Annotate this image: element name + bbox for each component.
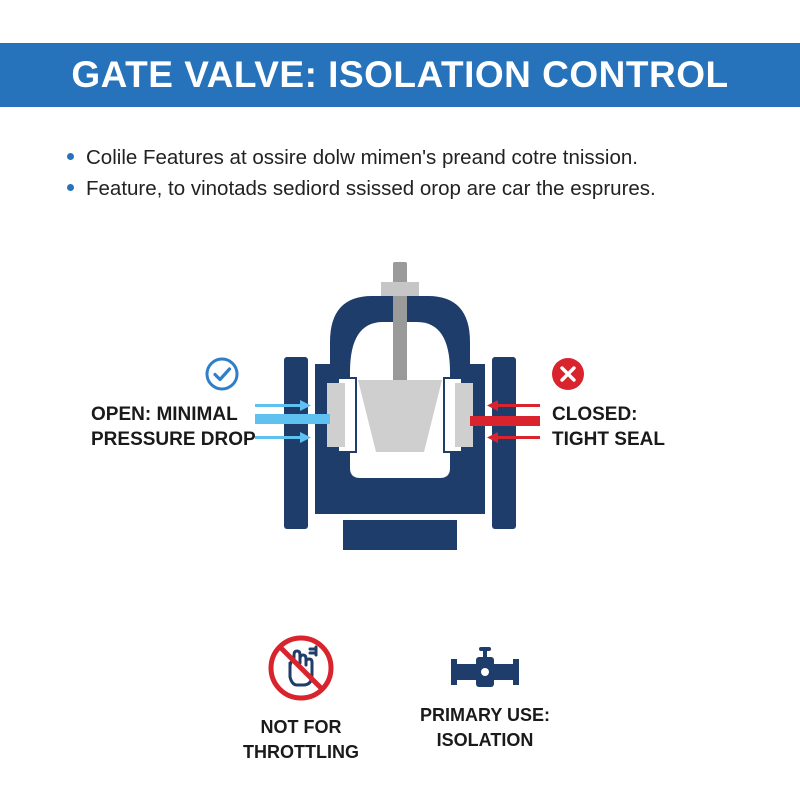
closed-state-label: CLOSED: TIGHT SEAL — [552, 402, 665, 452]
feature-bullet-2: Feature, to vinotads sediord ssissed oro… — [66, 173, 656, 204]
open-state-line-2: PRESSURE DROP — [91, 429, 256, 450]
header-banner: GATE VALVE: ISOLATION CONTROL — [0, 43, 800, 107]
check-circle-icon — [205, 357, 239, 391]
left-flange — [284, 357, 308, 529]
gate-valve-diagram — [255, 262, 540, 550]
primary-use-line-1: PRIMARY USE: — [419, 705, 551, 725]
no-hand-throttle-icon — [268, 635, 334, 701]
left-seat — [327, 383, 345, 447]
not-for-throttling-line-2: THROTTLING — [243, 742, 359, 762]
open-state-label: OPEN: MINIMAL PRESSURE DROP — [91, 402, 256, 452]
open-flow-arrow-bottom-shaft — [255, 436, 301, 439]
not-for-throttling-item: NOT FOR THROTTLING — [230, 633, 372, 765]
primary-use-isolation-label: PRIMARY USE: ISOLATION — [400, 703, 570, 753]
primary-use-line-2: ISOLATION — [436, 730, 534, 750]
not-for-throttling-line-1: NOT FOR — [260, 717, 342, 737]
open-state-line-1: OPEN: MINIMAL — [91, 404, 238, 425]
open-flow-arrows — [255, 400, 330, 443]
feature-list: Colile Features at ossire dolw mimen's p… — [66, 142, 656, 204]
primary-use-isolation-item: PRIMARY USE: ISOLATION — [400, 645, 570, 753]
right-seat — [455, 383, 473, 447]
closed-flow-arrow-bottom-shaft — [497, 436, 540, 439]
open-flow-arrow-top-shaft — [255, 404, 301, 407]
valve-base — [343, 520, 457, 550]
closed-flow-arrows — [470, 400, 540, 443]
page-title: GATE VALVE: ISOLATION CONTROL — [71, 54, 729, 95]
closed-flow-arrow-top-head — [487, 400, 498, 411]
x-circle-icon — [552, 358, 584, 390]
packing-nut — [381, 282, 419, 296]
closed-flow-arrow-top-shaft — [497, 404, 540, 407]
closed-flow-band — [470, 416, 540, 426]
closed-state-line-2: TIGHT SEAL — [552, 429, 665, 450]
closed-flow-arrow-bottom-head — [487, 432, 498, 443]
pipe-valve-icon — [451, 647, 519, 687]
feature-bullet-1: Colile Features at ossire dolw mimen's p… — [66, 142, 656, 173]
valve-stem — [393, 296, 407, 382]
open-flow-arrow-bottom-head — [300, 432, 311, 443]
gate-wedge — [358, 380, 442, 452]
right-flange — [492, 357, 516, 529]
not-for-throttling-label: NOT FOR THROTTLING — [230, 715, 372, 765]
open-flow-band — [255, 414, 330, 424]
closed-state-line-1: CLOSED: — [552, 404, 638, 425]
open-flow-arrow-top-head — [300, 400, 311, 411]
stem-cap — [393, 262, 407, 284]
